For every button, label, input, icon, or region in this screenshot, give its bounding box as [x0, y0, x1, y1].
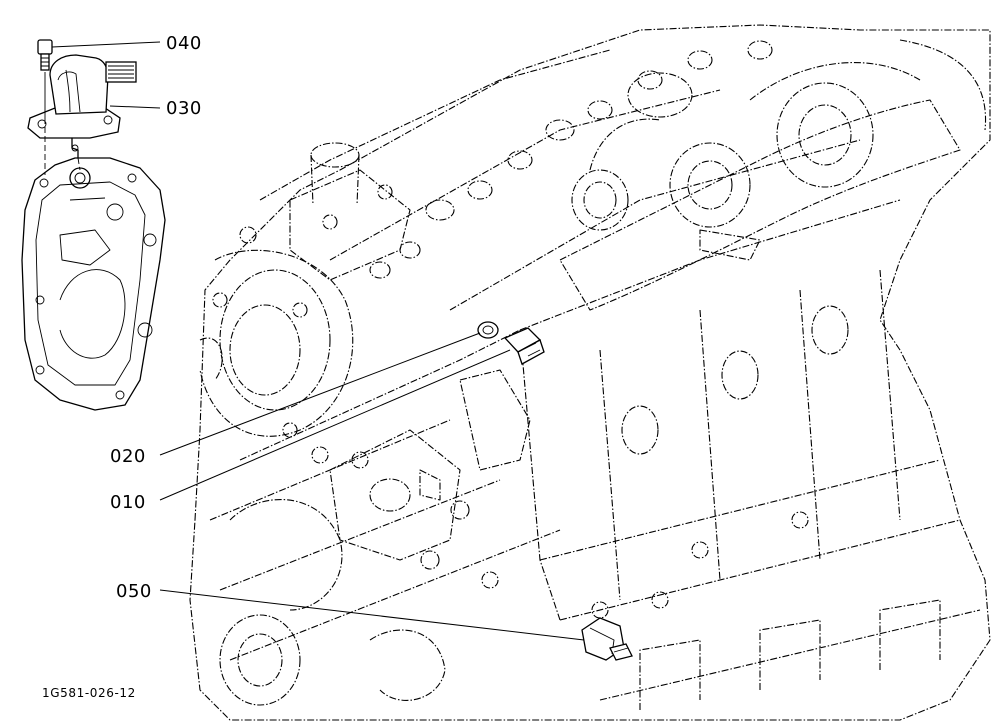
- intake-cover-housing: [21, 157, 166, 411]
- callout-010[interactable]: 010: [110, 492, 146, 513]
- water-pump: [199, 226, 354, 438]
- callout-050[interactable]: 050: [116, 581, 152, 602]
- part-030-solenoid[interactable]: [27, 54, 137, 159]
- center-bracket: [329, 369, 531, 561]
- turbocharger: [559, 39, 987, 311]
- assembly-lines: [44, 118, 81, 175]
- part-040-bolt[interactable]: [37, 39, 53, 118]
- crank-pulley: [219, 499, 446, 706]
- callout-020[interactable]: 020: [110, 446, 146, 467]
- cylinder-head-ports: [311, 40, 849, 619]
- thermostat-housing: [289, 142, 411, 281]
- leader-lines: [51, 41, 585, 641]
- part-050-pressure-switch[interactable]: [581, 617, 633, 661]
- figure-id: 1G581-026-12: [42, 686, 136, 700]
- part-020-washer[interactable]: [477, 321, 499, 339]
- callout-040[interactable]: 040: [166, 33, 202, 54]
- part-010-sensor[interactable]: [503, 327, 545, 365]
- callout-030[interactable]: 030: [166, 98, 202, 119]
- engine-block: [189, 24, 991, 721]
